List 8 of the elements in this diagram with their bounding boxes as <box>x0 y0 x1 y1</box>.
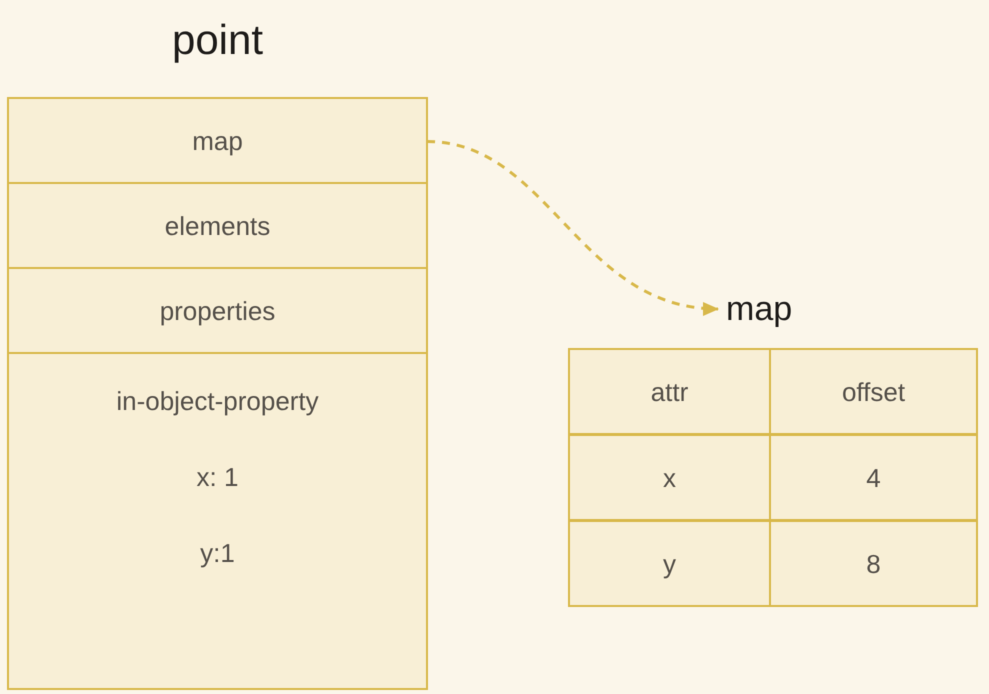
property-entry: x: 1 <box>196 464 238 490</box>
table-cell: attr <box>570 350 771 436</box>
property-entry: y:1 <box>200 540 235 566</box>
field-name: in-object-property <box>116 388 319 414</box>
dashed-arrow <box>426 140 719 314</box>
table-cell: x <box>570 436 771 522</box>
object-title: point <box>172 19 264 61</box>
table-title: map <box>726 292 792 326</box>
